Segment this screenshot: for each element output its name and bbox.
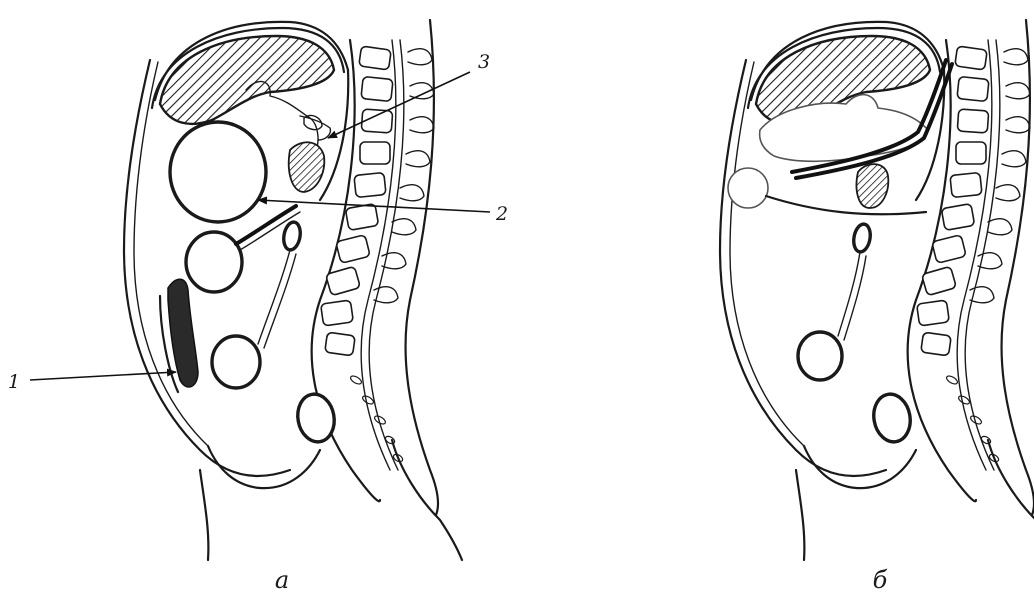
duodenum-oval [282,221,303,251]
kidney [857,164,889,208]
colon-ring-lower [798,332,842,380]
kidney [289,142,325,192]
colon-ring-lower [212,336,260,388]
section-b: б [720,20,1034,594]
caption-left: а [275,566,289,594]
leader-arrow-1 [30,372,176,380]
rectum-ring [870,391,914,445]
duodenum-oval [852,223,873,253]
colon-ring-faint [728,168,768,208]
omentum-dark-band [168,279,198,387]
caption-right: б [873,566,888,594]
label-3: 3 [478,51,490,73]
section-a: 1 2 3 а [8,20,508,594]
label-2: 2 [495,203,508,225]
colon-ring-large [170,122,266,222]
label-1: 1 [8,371,20,393]
colon-ring-middle [186,232,242,292]
rectum-ring [294,391,338,445]
